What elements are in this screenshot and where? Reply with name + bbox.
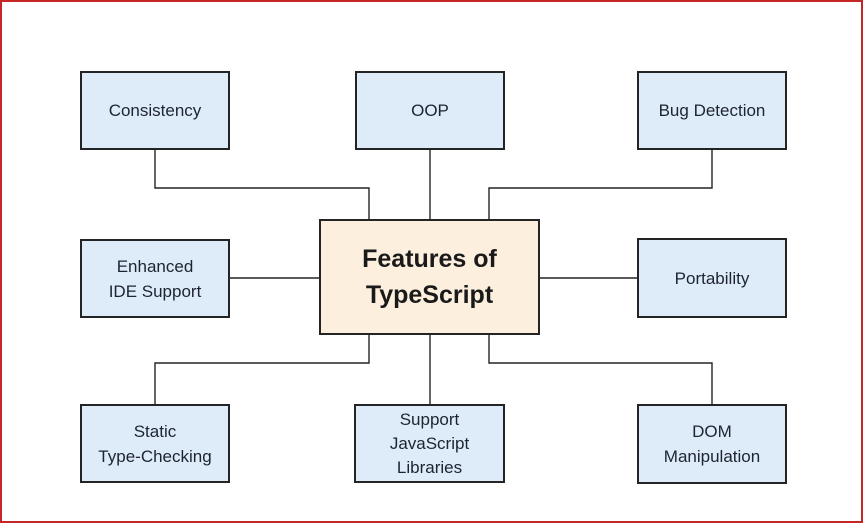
node-enhanced-ide-support: Enhanced IDE Support (80, 239, 230, 318)
node-bug-detection-label: Bug Detection (658, 101, 766, 120)
diagram-title: Features of TypeScript (362, 245, 497, 309)
connector-center-dommanipulation (488, 335, 713, 404)
node-static-type-checking: Static Type-Checking (80, 404, 230, 483)
node-dom-manipulation: DOM Manipulation (637, 404, 787, 484)
connector-center-statictypechecking (154, 335, 370, 404)
node-bug-detection: Bug Detection (637, 71, 787, 150)
node-oop-label: OOP (411, 101, 449, 120)
node-portability: Portability (637, 238, 787, 318)
node-consistency-label: Consistency (108, 101, 202, 120)
node-enhanced-ide-support-label: Enhanced IDE Support (108, 256, 202, 301)
connector-bugdetection-center (488, 150, 713, 219)
node-features-of-typescript: Features of TypeScript (319, 219, 540, 335)
node-consistency: Consistency (80, 71, 230, 150)
node-static-type-checking-label: Static Type-Checking (98, 421, 212, 466)
node-dom-manipulation-label: DOM Manipulation (663, 422, 761, 466)
node-support-javascript-libraries: Support JavaScript Libraries (354, 404, 505, 483)
node-oop: OOP (355, 71, 505, 150)
node-portability-label: Portability (674, 268, 750, 288)
connector-consistency-center (154, 150, 370, 219)
node-support-javascript-libraries-label: Support JavaScript Libraries (389, 409, 470, 477)
